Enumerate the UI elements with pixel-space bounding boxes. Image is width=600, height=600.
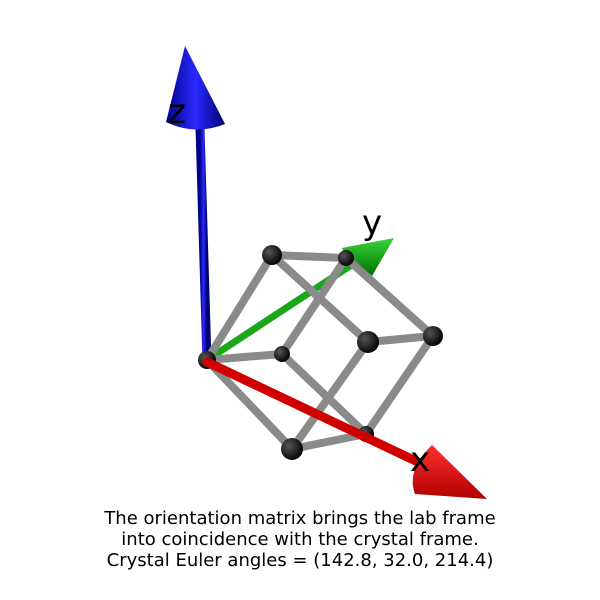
cube-edge	[342, 254, 437, 340]
caption-line: Crystal Euler angles = (142.8, 32.0, 214…	[106, 550, 494, 571]
z-axis-shaft	[195, 123, 212, 367]
cube-edge	[288, 338, 372, 453]
cube-node	[274, 346, 290, 362]
x-axis-label: x	[410, 440, 430, 480]
cube-edge	[203, 356, 296, 453]
cube-node	[262, 245, 282, 265]
cube-node	[357, 331, 379, 353]
cube-edges	[203, 251, 437, 453]
caption-line: The orientation matrix brings the lab fr…	[104, 508, 496, 529]
x-axis-arrowhead	[412, 445, 487, 499]
cube-node	[423, 326, 443, 346]
y-axis-label: y	[362, 203, 382, 243]
cube-edge	[362, 332, 437, 438]
cube-edge	[278, 254, 350, 358]
caption: The orientation matrix brings the lab fr…	[0, 508, 600, 571]
cube-node	[281, 438, 303, 460]
cube-node	[338, 250, 354, 266]
cube-edge	[203, 251, 276, 364]
cube-edge	[268, 251, 350, 262]
crystal-cube	[198, 245, 443, 460]
cube-nodes	[198, 245, 443, 460]
cube-edge	[278, 350, 370, 438]
cube-edge	[203, 350, 286, 364]
x-axis-shaft	[202, 357, 425, 468]
z-axis-arrowhead	[166, 46, 225, 130]
z-axis: z	[166, 46, 225, 367]
z-axis-label: z	[168, 92, 186, 132]
caption-line: into coincidence with the crystal frame.	[121, 529, 479, 550]
x-axis: x	[202, 357, 487, 499]
